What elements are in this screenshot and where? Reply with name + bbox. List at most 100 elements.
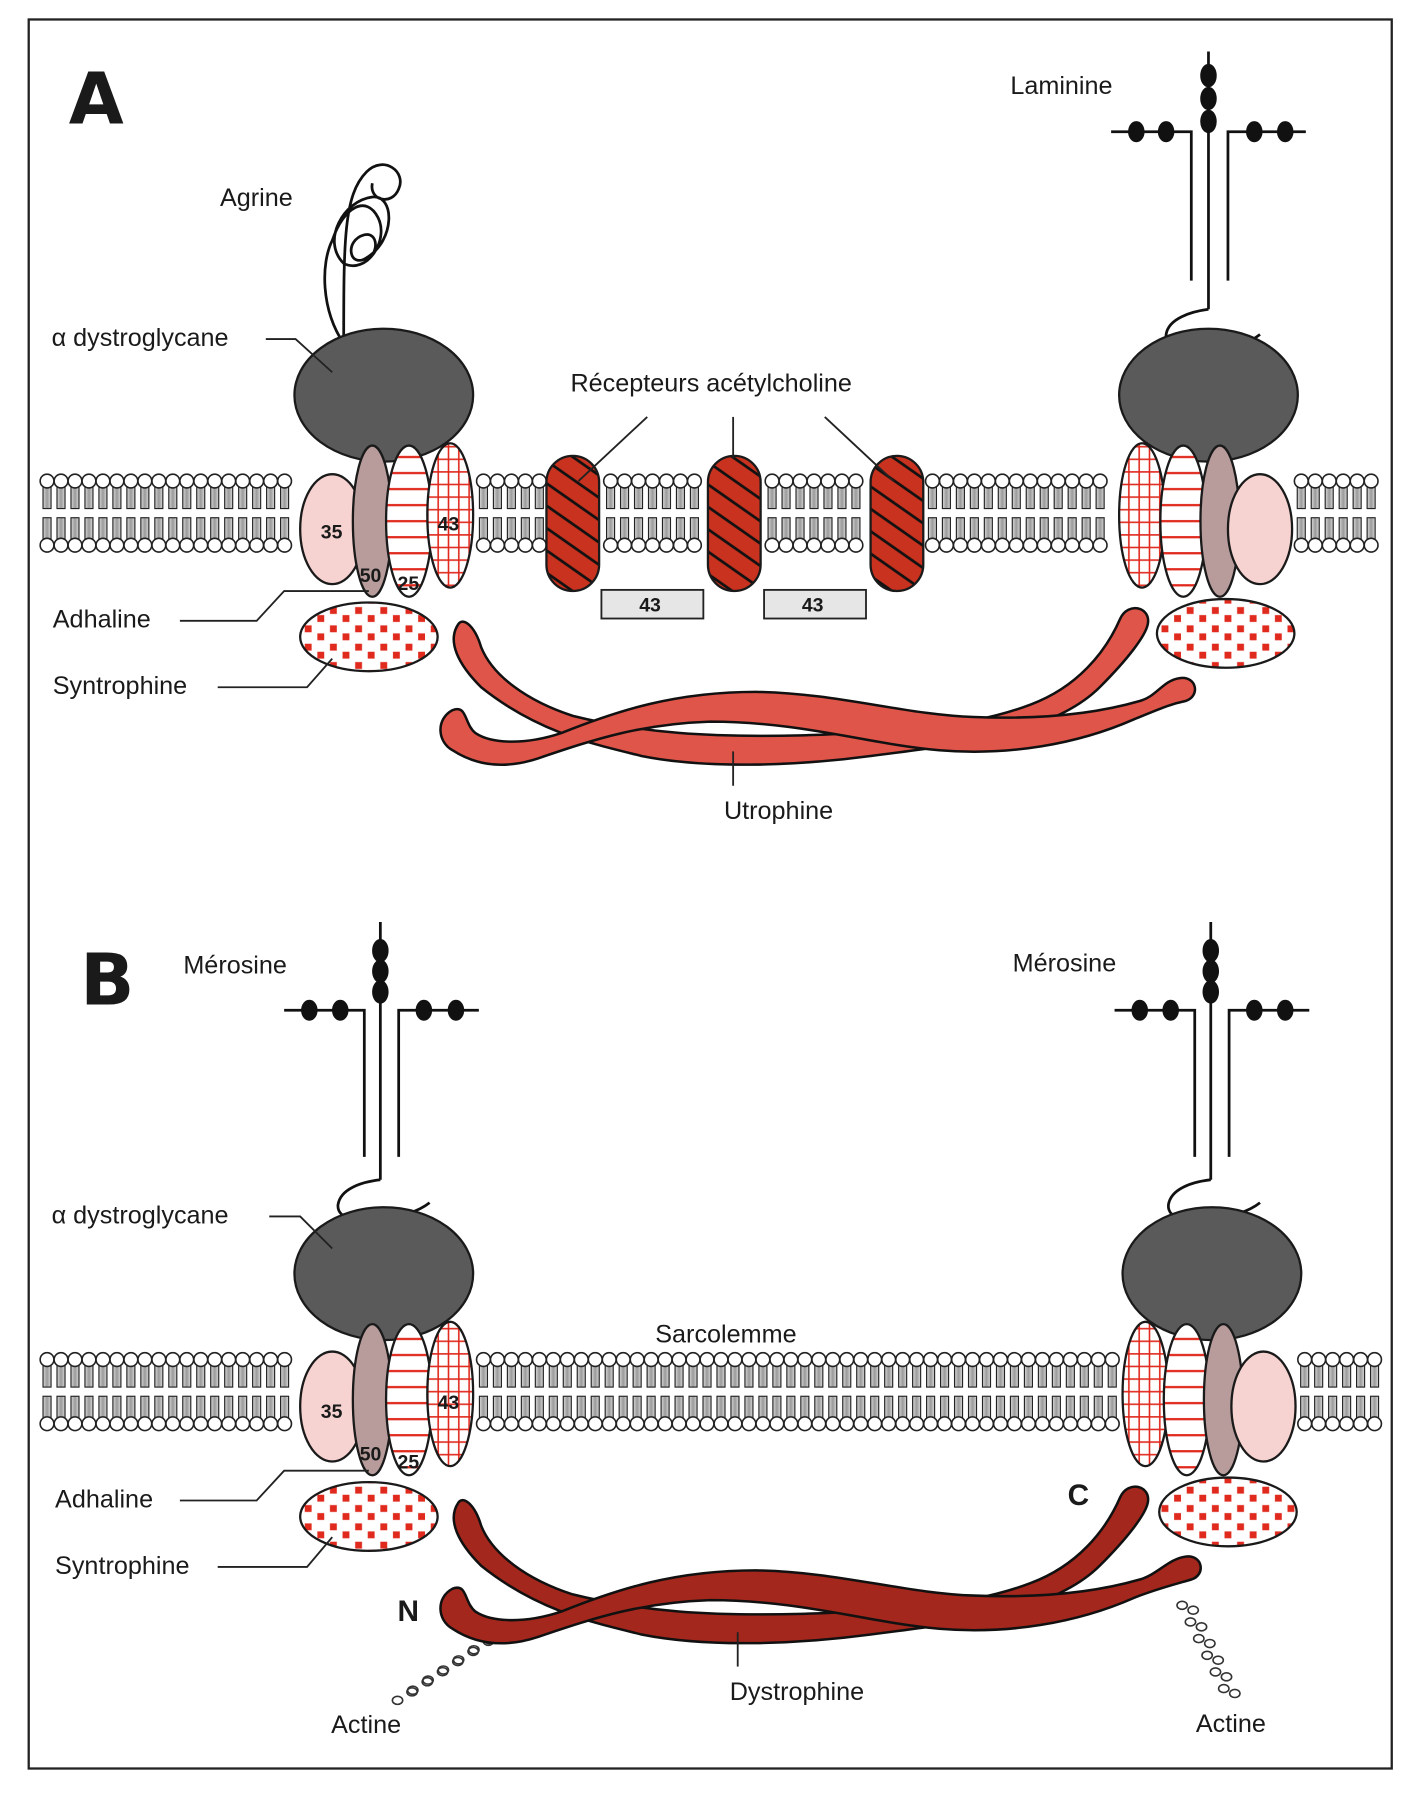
lipid-head [1307, 473, 1323, 489]
lipid-head [699, 1351, 715, 1368]
lipid-head [1090, 1351, 1106, 1368]
lipid-head [276, 1351, 293, 1368]
lipid-head [193, 1416, 209, 1432]
receptor-1 [545, 454, 601, 593]
lipid-head [658, 537, 675, 553]
lipid-head [1034, 1416, 1051, 1432]
lipid-head [165, 1351, 181, 1368]
lipid-head [630, 537, 647, 553]
membranes [39, 473, 1383, 1432]
leader-adhaline-a [179, 590, 369, 622]
lipid-bilayer-segment [39, 1351, 293, 1432]
lipid-head [741, 1351, 757, 1368]
lipid-head [1064, 473, 1080, 489]
actin-monomer [1203, 1638, 1216, 1649]
lipid-head [95, 1416, 111, 1432]
lipid-head [686, 473, 703, 489]
lipid-head [1324, 1416, 1341, 1432]
lipid-head [1078, 473, 1094, 489]
actin-monomer [1217, 1683, 1230, 1694]
merosine-left-icon [284, 922, 479, 1223]
lipid-head [952, 473, 969, 489]
lipid-head [908, 1351, 925, 1368]
lipid-head [1036, 473, 1052, 489]
lipid-head [1062, 1351, 1079, 1368]
receptor-2 [706, 454, 762, 593]
lipid-head [165, 537, 181, 553]
alpha-dystroglycan-left-b [293, 1206, 475, 1342]
label-syntrophine-b: Syntrophine [55, 1552, 189, 1580]
lipid-head [764, 537, 780, 553]
label-p35-b: 35 [321, 1401, 343, 1423]
lipid-head [834, 473, 850, 489]
lipid-head [924, 537, 941, 553]
lipid-head [1104, 1351, 1120, 1368]
sarcoglycan-complex-left-a [299, 442, 475, 673]
lipid-head [1008, 473, 1024, 489]
leader-adhaline-b [179, 1469, 369, 1502]
lipid-head [475, 1416, 492, 1432]
lipid-head [207, 537, 223, 553]
lipid-head [1321, 537, 1337, 553]
lipid-head [978, 1351, 995, 1368]
lipid-head [834, 537, 850, 553]
lipid-head [1062, 1416, 1079, 1432]
lipid-head [248, 1351, 265, 1368]
leader-syntrophine-a [217, 658, 333, 689]
lipid-head [853, 1351, 869, 1368]
lipid-head [848, 537, 864, 553]
lipid-head [39, 473, 55, 489]
lipid-head [137, 1351, 153, 1368]
actin-monomer [467, 1646, 480, 1657]
lipid-head [221, 1351, 237, 1368]
lipid-head [165, 1416, 181, 1432]
lipid-head [81, 1351, 97, 1368]
actin-monomer [406, 1687, 418, 1697]
lipid-head [193, 537, 209, 553]
protein-43 [426, 442, 475, 589]
lipid-head [109, 537, 125, 553]
lipid-head [741, 1416, 757, 1432]
lipid-head [503, 473, 520, 489]
lipid-head [867, 1351, 883, 1368]
lipid-head [207, 473, 223, 489]
lipid-head [672, 537, 689, 553]
lipid-head [1048, 1416, 1065, 1432]
lipid-head [123, 1416, 139, 1432]
label-n-terminal: N [398, 1595, 420, 1628]
lipid-bilayer-segment [764, 473, 864, 553]
syntrophine-left-a [299, 601, 439, 673]
lipid-head [685, 1416, 701, 1432]
lipid-head [109, 473, 125, 489]
lipid-head [573, 1416, 589, 1432]
lipid-head [81, 537, 97, 553]
lipid-head [1363, 537, 1379, 553]
lipid-head [671, 1351, 687, 1368]
lipid-head [67, 1351, 83, 1368]
lipid-head [531, 1416, 548, 1432]
lipid-head [545, 1416, 561, 1432]
label-recepteurs: Récepteurs acétylcholine [570, 370, 851, 398]
actin-monomer [1184, 1617, 1197, 1627]
label-adhaline-a: Adhaline [53, 606, 151, 634]
lipid-head [950, 1351, 967, 1368]
leader-syntrophine-b [217, 1536, 333, 1568]
lipid-head [1078, 537, 1094, 553]
label-p50-b: 50 [360, 1443, 382, 1465]
lipid-head [489, 1416, 506, 1432]
lipid-head [1366, 1351, 1383, 1368]
label-sarcolemme: Sarcolemme [655, 1320, 796, 1348]
dystrophine-icon [439, 1485, 1202, 1645]
lipid-head [179, 537, 195, 553]
lipid-bilayer-segment [924, 473, 1108, 553]
lipid-head [994, 537, 1010, 553]
actin-monomer [436, 1666, 449, 1677]
lipid-head [643, 1351, 659, 1368]
lipid-head [783, 1351, 799, 1368]
label-p43-b: 43 [438, 1392, 460, 1414]
lipid-head [952, 537, 969, 553]
utrophine-icon [439, 606, 1197, 766]
lipid-head [755, 1416, 771, 1432]
lipid-head [848, 473, 864, 489]
